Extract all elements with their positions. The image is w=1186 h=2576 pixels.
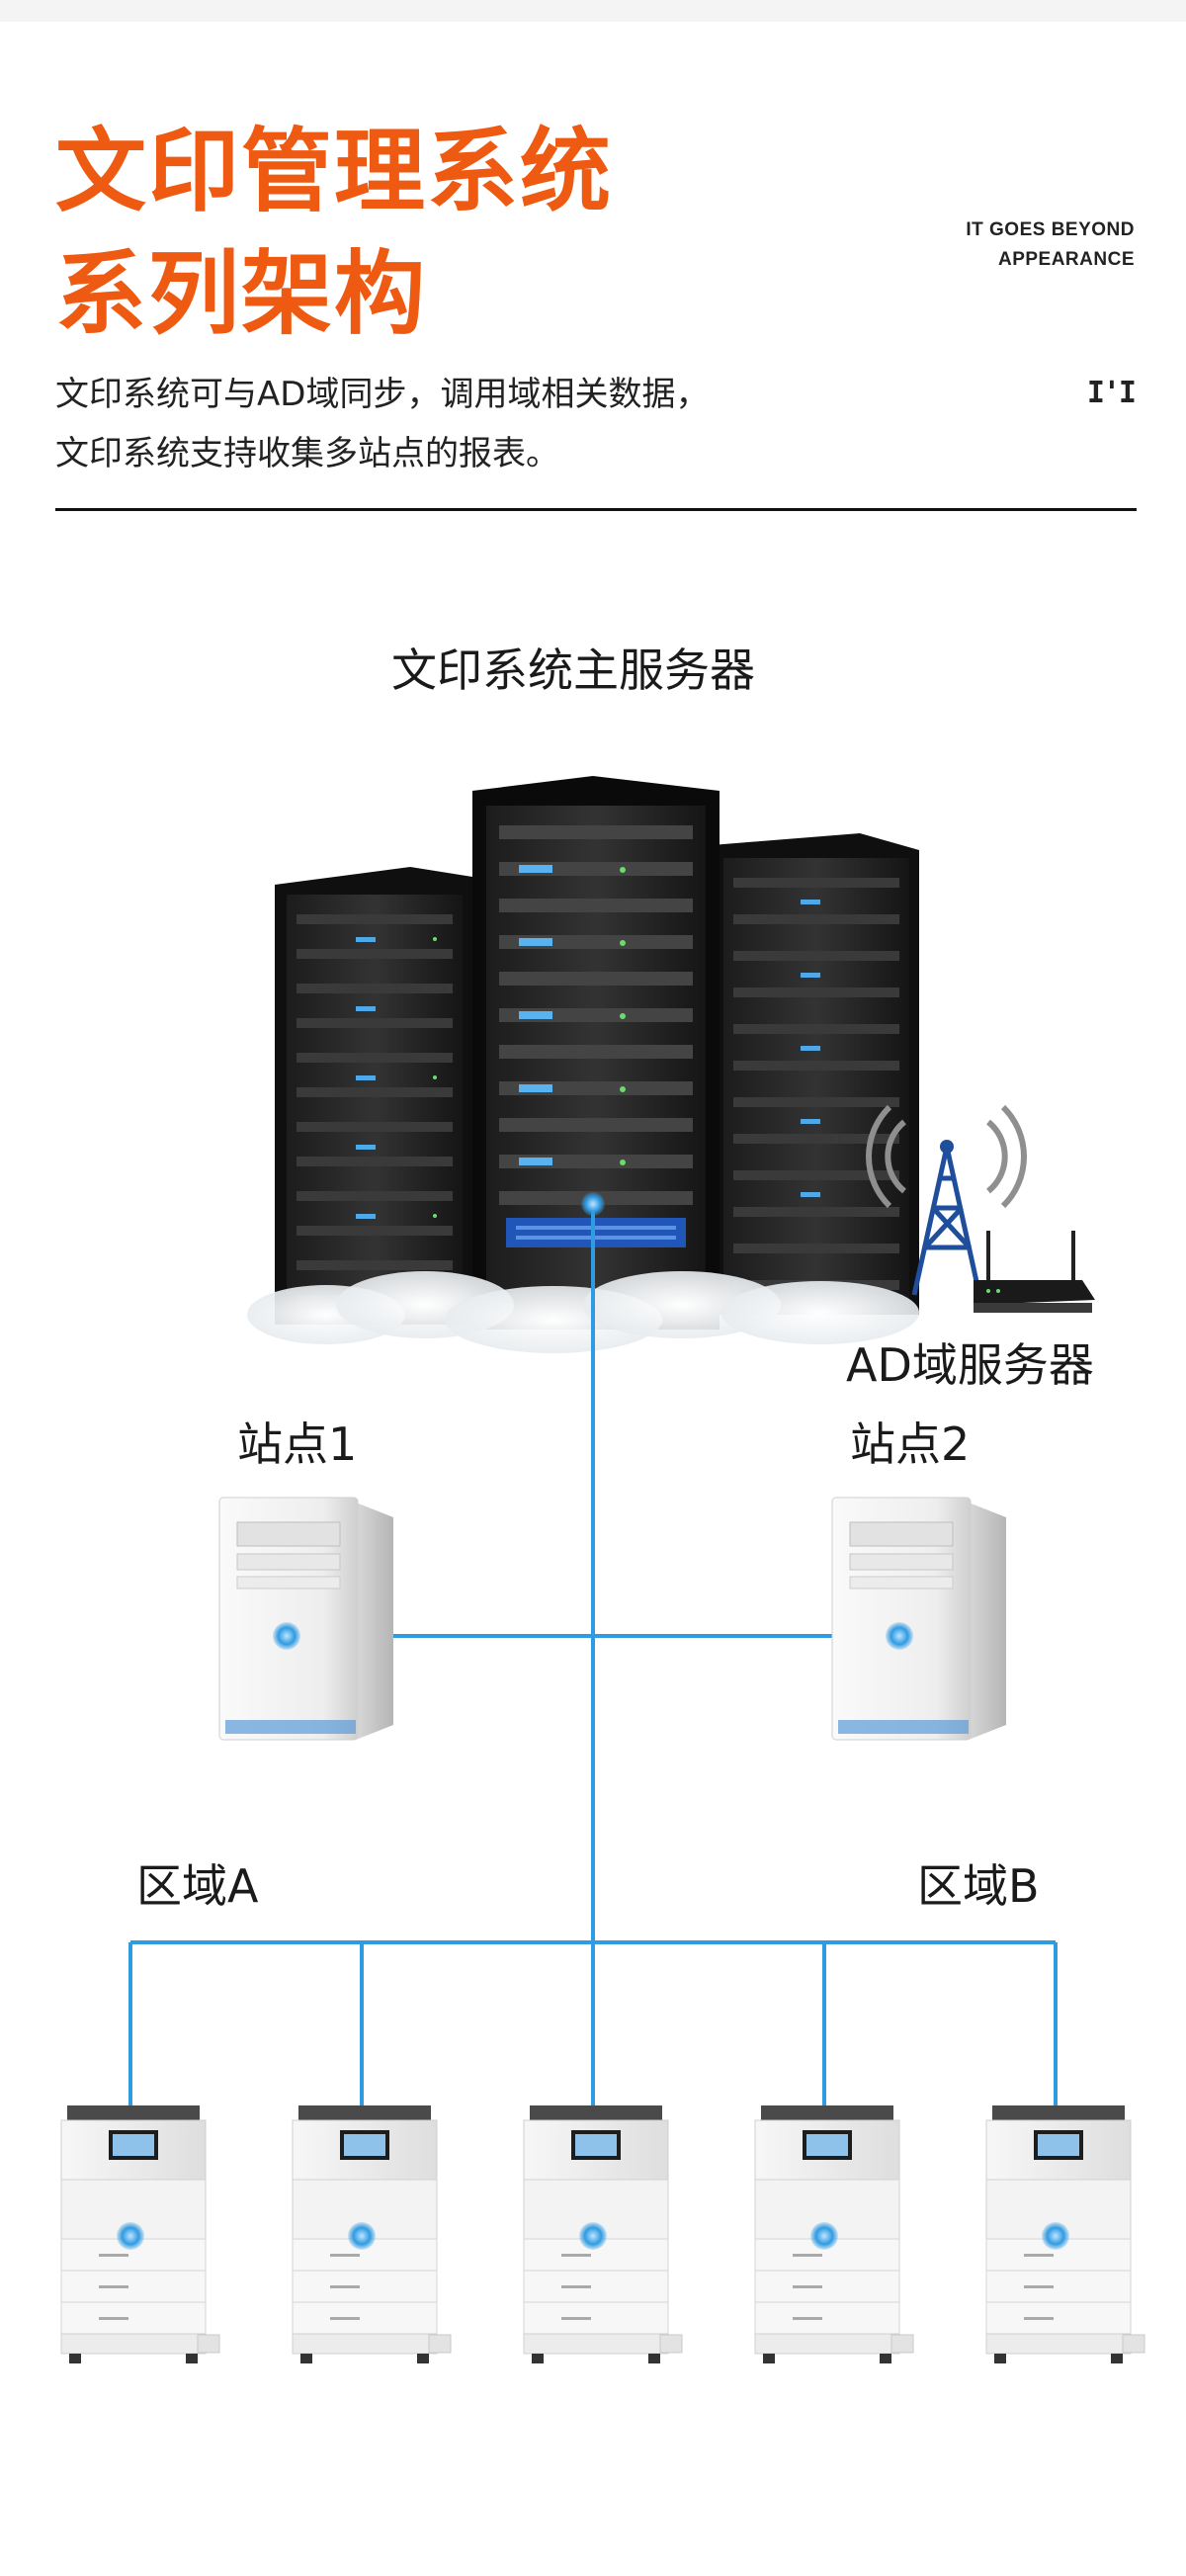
server-mist xyxy=(247,1271,919,1353)
connection-dots xyxy=(117,1192,1069,2250)
main-server-port xyxy=(581,1192,605,1216)
top-strip xyxy=(0,0,1186,22)
tag-mark: I'I xyxy=(1086,376,1137,410)
tagline: IT GOES BEYOND APPEARANCE xyxy=(966,215,1135,275)
page-title-line1: 文印管理系统 xyxy=(55,119,614,224)
center-rack xyxy=(472,776,720,1330)
printer-port xyxy=(348,2222,376,2250)
printer-port xyxy=(1042,2222,1069,2250)
tagline-line2: APPEARANCE xyxy=(997,249,1135,270)
main-server-icon xyxy=(247,776,919,1353)
page-title-line2: 系列架构 xyxy=(55,241,428,347)
zone-a-label: 区域A xyxy=(136,1859,259,1913)
ad-server-icon xyxy=(865,1104,1095,1313)
header-divider xyxy=(55,508,1137,511)
description-line2: 文印系统支持收集多站点的报表。 xyxy=(55,434,559,473)
tagline-line1: IT GOES BEYOND xyxy=(966,219,1135,240)
printer-port xyxy=(810,2222,838,2250)
zone-b-label: 区域B xyxy=(917,1859,1040,1913)
printer-port xyxy=(117,2222,144,2250)
site2-port xyxy=(886,1622,913,1650)
site2-computer-icon xyxy=(831,1497,1006,1741)
site1-label: 站点1 xyxy=(237,1417,358,1471)
printer-port xyxy=(579,2222,607,2250)
site1-computer-icon xyxy=(218,1497,393,1741)
site2-label: 站点2 xyxy=(850,1417,971,1471)
ad-server-label: AD域服务器 xyxy=(846,1338,1094,1392)
site1-port xyxy=(273,1622,300,1650)
left-rack xyxy=(275,867,472,1325)
description-line1: 文印系统可与AD域同步，调用域相关数据， xyxy=(55,375,710,414)
main-server-label: 文印系统主服务器 xyxy=(391,644,755,697)
right-rack xyxy=(712,833,919,1315)
